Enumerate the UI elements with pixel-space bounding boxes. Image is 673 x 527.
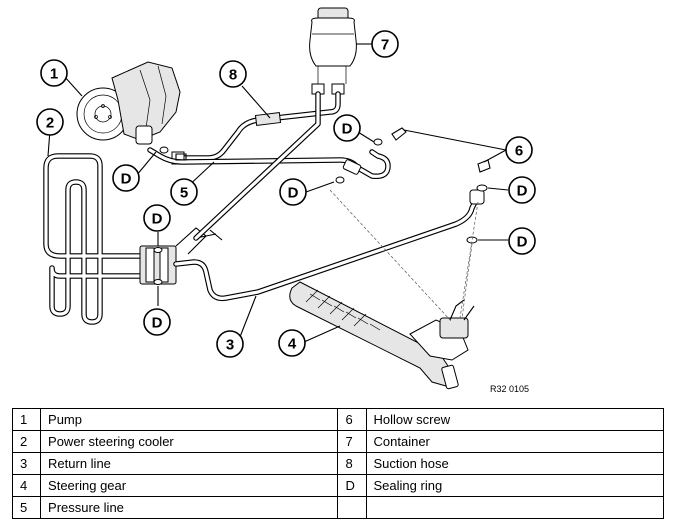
legend-label: Steering gear (40, 474, 339, 497)
legend-row: 5 Pressure line (11, 496, 665, 519)
legend-number: D (337, 474, 367, 497)
pressure-line (147, 91, 391, 241)
svg-text:D: D (342, 121, 353, 138)
legend-number: 1 (11, 408, 42, 431)
callout-d: D (279, 178, 307, 206)
reservoir-container (309, 7, 357, 95)
legend-label: Return line (40, 452, 339, 475)
legend-row: 2 Power steering cooler 7 Container (11, 430, 665, 453)
legend-label: Power steering cooler (40, 430, 339, 453)
svg-text:5: 5 (180, 185, 188, 202)
pump (76, 61, 181, 145)
callout-7: 7 (371, 30, 399, 58)
legend-label: Sealing ring (365, 474, 665, 497)
callout-d: D (143, 308, 171, 336)
svg-text:D: D (517, 234, 528, 251)
svg-text:8: 8 (229, 67, 237, 84)
line-bracket (139, 227, 223, 285)
callout-d: D (508, 227, 536, 255)
leader-lines (47, 43, 509, 343)
callout-1: 1 (40, 59, 68, 87)
svg-text:D: D (121, 171, 132, 188)
legend-row: 1 Pump 6 Hollow screw (11, 408, 665, 431)
callout-d: D (508, 176, 536, 204)
legend-row: 4 Steering gear D Sealing ring (11, 474, 665, 497)
legend-label (365, 496, 665, 519)
legend-number: 4 (11, 474, 42, 497)
return-line (173, 189, 485, 302)
power-steering-diagram: 1 2 3 4 5 6 7 8 D D D D D D D R32 0105 (36, 7, 536, 394)
callout-4: 4 (278, 329, 306, 357)
callout-8: 8 (219, 60, 247, 88)
legend-number: 8 (337, 452, 367, 475)
callout-6: 6 (505, 136, 533, 164)
legend-label: Container (365, 430, 665, 453)
legend-label: Pump (40, 408, 339, 431)
hollow-screws-and-rings (153, 127, 491, 285)
svg-text:2: 2 (46, 115, 54, 132)
svg-text:D: D (517, 183, 528, 200)
svg-text:D: D (288, 185, 299, 202)
legend-label: Pressure line (40, 496, 339, 519)
figure-reference: R32 0105 (490, 384, 529, 394)
callout-d: D (112, 164, 140, 192)
svg-text:6: 6 (515, 143, 523, 160)
parts-legend-table: 1 Pump 6 Hollow screw 2 Power steering c… (11, 408, 665, 519)
legend-label: Suction hose (365, 452, 665, 475)
legend-number: 5 (11, 496, 42, 519)
callout-2: 2 (36, 108, 64, 136)
legend-number: 7 (337, 430, 367, 453)
svg-text:1: 1 (50, 66, 58, 83)
svg-text:4: 4 (288, 336, 297, 353)
steering-gear (289, 281, 475, 390)
legend-number: 2 (11, 430, 42, 453)
callout-3: 3 (216, 330, 244, 358)
callout-5: 5 (170, 178, 198, 206)
svg-text:D: D (152, 211, 163, 228)
assembly-guide-lines (329, 189, 479, 323)
svg-text:3: 3 (226, 337, 234, 354)
callout-d: D (143, 204, 171, 232)
legend-number (337, 496, 367, 519)
legend-row: 3 Return line 8 Suction hose (11, 452, 665, 475)
svg-text:7: 7 (381, 37, 389, 54)
power-steering-cooler (43, 153, 145, 325)
svg-text:D: D (152, 315, 163, 332)
legend-number: 3 (11, 452, 42, 475)
legend-number: 6 (337, 408, 367, 431)
callout-d: D (333, 114, 361, 142)
legend-label: Hollow screw (365, 408, 665, 431)
